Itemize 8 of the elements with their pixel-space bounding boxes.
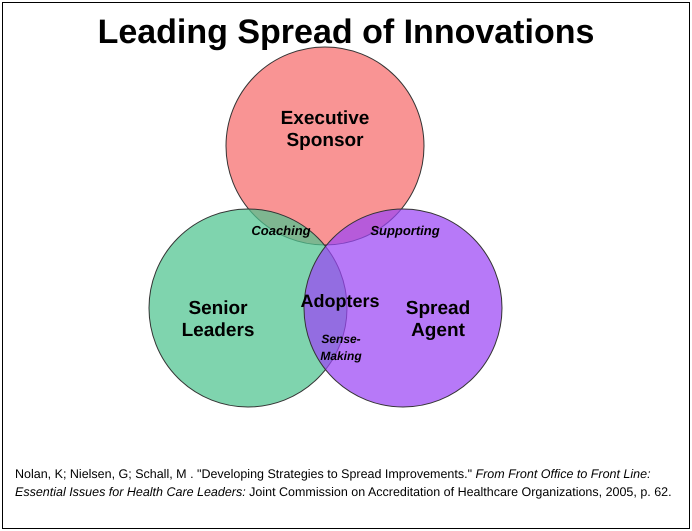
overlap-label: Sense-Making	[319, 331, 363, 365]
circle-label: Executive Sponsor	[280, 108, 370, 152]
circle-label: Senior Leaders	[180, 298, 256, 342]
circle-label: Spread Agent	[404, 298, 472, 342]
overlap-label: Supporting	[370, 223, 440, 238]
overlap-label: Coaching	[251, 223, 311, 238]
caption: Nolan, K; Nielsen, G; Schall, M . "Developing Strategies to Spread Improvements." From Front Office to Front Line: Essential Issues for Health Care Leaders: Joint Commission on Accreditation of Healthcare Organizations, 2005, p. 62.	[15, 466, 673, 501]
title: Leading Spread of Innovations	[96, 13, 596, 52]
